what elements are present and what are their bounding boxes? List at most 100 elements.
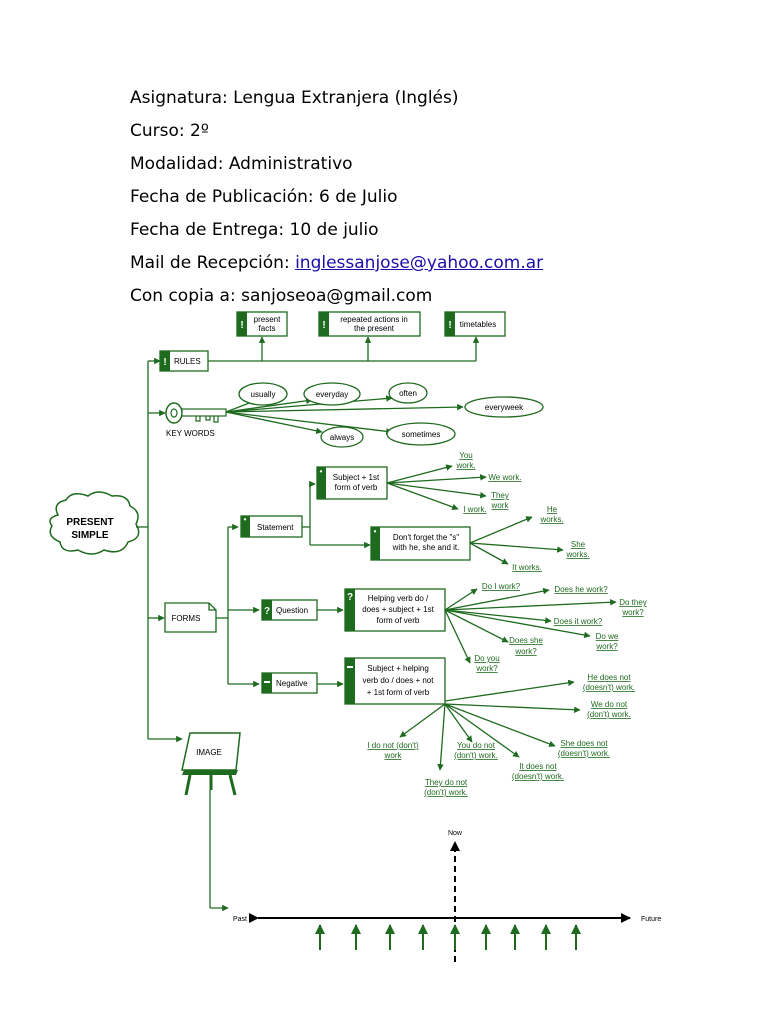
negative-label: Negative xyxy=(276,679,308,688)
svg-text:often: often xyxy=(399,389,417,398)
svg-text:?: ? xyxy=(264,606,270,617)
copy-mail-line: Con copia a: sanjoseoa@gmail.com xyxy=(130,286,433,306)
ex-do-they-work: Do they xyxy=(619,598,647,607)
statement-dot-icon xyxy=(241,516,250,537)
image-label: IMAGE xyxy=(196,748,222,757)
modality-line: Modalidad: Administrativo xyxy=(130,154,353,174)
subject-line: Asignatura: Lengua Extranjera (Inglés) xyxy=(130,88,459,108)
keyword-everyweek xyxy=(464,396,544,418)
svg-text:present: present xyxy=(254,315,281,324)
svg-text:•: • xyxy=(244,515,247,524)
timeline: Now Past Future xyxy=(233,830,661,962)
svg-text:work: work xyxy=(491,501,510,510)
center-cloud: PRESENT SIMPLE xyxy=(49,491,140,555)
reception-email-link[interactable]: inglessanjose@yahoo.com.ar xyxy=(295,253,544,273)
rules-label: RULES xyxy=(174,357,201,366)
ex-you-work: You xyxy=(459,451,473,460)
svg-text:?: ? xyxy=(347,592,353,603)
rule-exclamation-icon xyxy=(445,312,455,336)
rule-repeated-actions xyxy=(318,311,421,337)
svg-text:(doesn't) work.: (doesn't) work. xyxy=(558,749,610,758)
reception-mail-label: Mail de Recepción: xyxy=(130,253,296,273)
ex-she-works: She xyxy=(571,540,586,549)
svg-text:•: • xyxy=(374,527,377,536)
keywords-label: KEY WORDS xyxy=(166,429,215,438)
svg-text:!: ! xyxy=(448,320,451,331)
timeline-future-label: Future xyxy=(641,916,661,923)
svg-text:work: work xyxy=(384,751,403,760)
svg-text:Subject + 1st: Subject + 1st xyxy=(333,473,380,482)
ex-do-i-work: Do I work? xyxy=(482,582,521,591)
keyword-usually xyxy=(238,382,288,406)
ex-does-it-work: Does it work? xyxy=(554,617,603,626)
svg-text:Subject + helping: Subject + helping xyxy=(367,664,429,673)
svg-text:(don't) work.: (don't) work. xyxy=(424,788,468,797)
statement-rule-box xyxy=(316,466,388,500)
svg-text:the present: the present xyxy=(354,324,395,333)
svg-text:everyweek: everyweek xyxy=(485,403,524,412)
svg-text:(doesn't) work.: (doesn't) work. xyxy=(583,683,635,692)
svg-text:always: always xyxy=(330,433,354,442)
ex-does-she-work: Does she xyxy=(509,636,543,645)
svg-text:usually: usually xyxy=(251,390,276,399)
ex-does-he-work: Does he work? xyxy=(554,585,608,594)
publication-date-line: Fecha de Publicación: 6 de Julio xyxy=(130,187,398,207)
svg-text:work?: work? xyxy=(475,664,498,673)
question-rule-box xyxy=(344,588,446,632)
svg-text:with he, she and it.: with he, she and it. xyxy=(392,543,460,552)
ex-they-work: They xyxy=(491,491,509,500)
svg-text:(don't) work.: (don't) work. xyxy=(454,751,498,760)
svg-text:work.: work. xyxy=(455,461,475,470)
svg-text:!: ! xyxy=(163,357,166,368)
ex-we-work: We work. xyxy=(488,473,521,482)
rules-exclamation-icon xyxy=(160,351,170,371)
ex-she-does-not-work: She does not xyxy=(560,739,608,748)
center-title-line-2: SIMPLE xyxy=(71,530,109,541)
svg-text:+ 1st form of verb: + 1st form of verb xyxy=(367,688,430,697)
negative-rule-box xyxy=(344,657,446,705)
ex-you-do-not-work: You do not xyxy=(457,741,496,750)
svg-text:!: ! xyxy=(322,320,325,331)
ex-he-works: He xyxy=(547,505,558,514)
ex-it-does-not-work: It does not xyxy=(519,762,557,771)
svg-text:form of verb: form of verb xyxy=(377,616,420,625)
svg-text:work?: work? xyxy=(514,647,537,656)
reception-mail-line: Mail de Recepción: inglessanjose@yahoo.c… xyxy=(130,253,543,273)
keyword-often xyxy=(388,382,428,404)
ex-do-you-work: Do you xyxy=(474,654,499,663)
svg-text:(don't) work.: (don't) work. xyxy=(587,710,631,719)
svg-text:!: ! xyxy=(240,320,243,331)
svg-text:work?: work? xyxy=(621,608,644,617)
svg-text:sometimes: sometimes xyxy=(402,430,441,439)
rule-exclamation-icon xyxy=(319,312,329,336)
svg-text:Don't forget the "s": Don't forget the "s" xyxy=(393,533,460,542)
ex-he-does-not-work: He does not xyxy=(587,673,631,682)
keyword-sometimes xyxy=(386,422,456,446)
center-title-line-1: PRESENT xyxy=(66,517,113,528)
svg-text:Helping verb do /: Helping verb do / xyxy=(368,594,429,603)
ex-do-we-work: Do we xyxy=(596,632,619,641)
question-label: Question xyxy=(276,606,308,615)
svg-text:everyday: everyday xyxy=(316,390,348,399)
ex-i-do-not-work: I do not (don't) xyxy=(367,741,419,750)
forms-label: FORMS xyxy=(172,614,201,623)
svg-text:verb do / does + not: verb do / does + not xyxy=(363,676,435,685)
svg-text:works.: works. xyxy=(539,515,563,524)
svg-text:repeated actions in: repeated actions in xyxy=(340,315,408,324)
timeline-now-label: Now xyxy=(448,830,463,837)
ex-it-works: It works. xyxy=(512,563,542,572)
rule-exclamation-icon xyxy=(237,312,247,336)
svg-text:facts: facts xyxy=(259,324,276,333)
timeline-habit-arrows xyxy=(315,924,581,950)
ex-we-do-not-work: We do not xyxy=(591,700,628,709)
timeline-past-label: Past xyxy=(233,916,247,923)
course-line: Curso: 2º xyxy=(130,121,209,141)
svg-text:timetables: timetables xyxy=(460,320,496,329)
key-icon xyxy=(165,402,227,424)
svg-text:works.: works. xyxy=(565,550,589,559)
svg-text:does + subject + 1st: does + subject + 1st xyxy=(362,605,434,614)
keyword-everyday xyxy=(303,382,361,406)
svg-text:work?: work? xyxy=(595,642,618,651)
svg-text:•: • xyxy=(320,467,323,476)
